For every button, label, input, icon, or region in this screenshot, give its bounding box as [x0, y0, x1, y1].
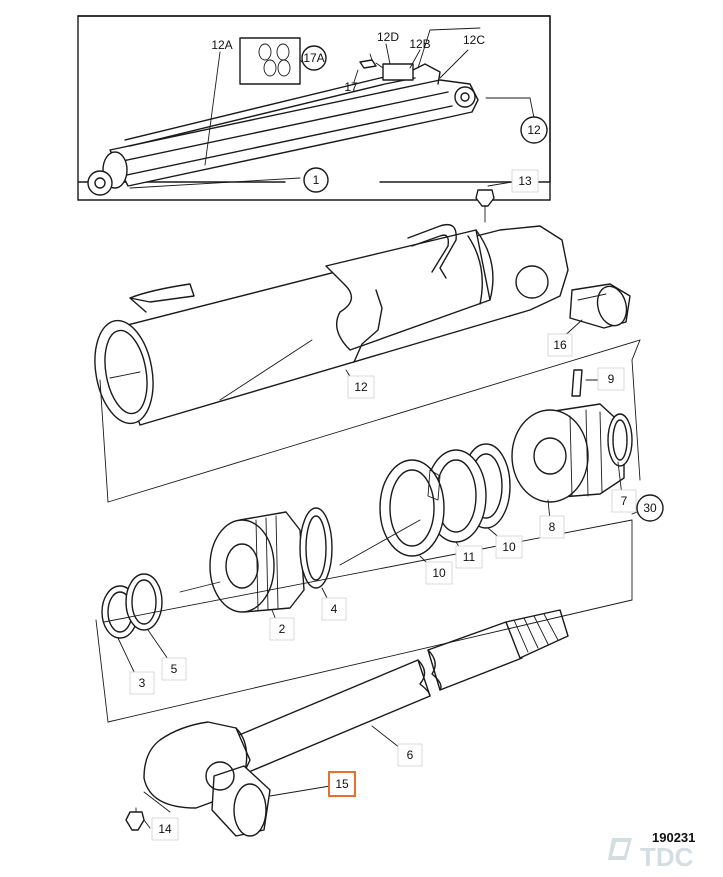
- cylinder-barrel: [94, 189, 569, 426]
- pin-9: [571, 369, 599, 397]
- callout-15-highlighted[interactable]: 15: [328, 771, 356, 797]
- callout-8: 8: [539, 515, 565, 539]
- inset-cylinder: [87, 59, 479, 196]
- label-12-inset: 12: [527, 123, 541, 137]
- gland-2: [209, 511, 305, 613]
- seal-5: [125, 573, 163, 631]
- callout-12C: 12C: [463, 33, 485, 47]
- callout-7: 7: [611, 489, 637, 513]
- callout-17: 17: [344, 80, 358, 94]
- label-12B: 12B: [409, 37, 430, 51]
- callout-12-inset: 12: [520, 116, 548, 144]
- label-3: 3: [139, 676, 146, 690]
- label-10b: 10: [502, 540, 516, 554]
- label-12D: 12D: [377, 30, 399, 44]
- label-17: 17: [344, 80, 358, 94]
- label-8: 8: [549, 520, 556, 534]
- callout-3: 3: [129, 671, 155, 695]
- label-9: 9: [608, 372, 615, 386]
- callout-12D: 12D: [377, 30, 399, 44]
- label-12C: 12C: [463, 33, 485, 47]
- inset-assembly-box: [77, 15, 551, 201]
- label-4: 4: [331, 602, 338, 616]
- watermark-text: TDC: [640, 842, 694, 872]
- bushing-16: [569, 283, 631, 329]
- callout-14: 14: [151, 817, 179, 841]
- label-17A: 17A: [303, 51, 324, 65]
- callout-17A: 17A: [301, 45, 327, 71]
- callout-12: 12: [347, 375, 375, 399]
- callout-11: 11: [455, 545, 483, 569]
- label-12A: 12A: [211, 38, 232, 52]
- seal-ring-7: [607, 413, 633, 467]
- label-1: 1: [313, 173, 320, 187]
- drawing-number: 190231: [652, 830, 695, 845]
- label-5: 5: [171, 662, 178, 676]
- tdc-watermark-logo: TDC: [608, 838, 694, 872]
- callout-16: 16: [547, 333, 573, 357]
- callout-13: 13: [511, 169, 539, 193]
- o-ring-4: [299, 507, 333, 589]
- callout-9: 9: [597, 367, 625, 391]
- callout-6: 6: [397, 743, 423, 767]
- label-10a: 10: [432, 566, 446, 580]
- piston-rod-6: [143, 609, 569, 809]
- label-16: 16: [553, 338, 567, 352]
- label-13: 13: [518, 174, 532, 188]
- callout-12A: 12A: [211, 38, 232, 52]
- callout-4: 4: [321, 597, 347, 621]
- seal-kit-box: [239, 37, 301, 85]
- bush-15: [205, 761, 271, 837]
- label-12: 12: [354, 380, 368, 394]
- callout-2: 2: [269, 617, 295, 641]
- callout-1: 1: [303, 167, 329, 193]
- callout-10a: 10: [425, 561, 453, 585]
- label-7: 7: [621, 494, 628, 508]
- callout-10b: 10: [495, 535, 523, 559]
- callout-30: 30: [636, 494, 664, 522]
- callout-5: 5: [161, 657, 187, 681]
- label-15: 15: [335, 777, 349, 791]
- label-30: 30: [643, 501, 657, 515]
- callout-12B: 12B: [409, 37, 430, 51]
- label-11: 11: [463, 550, 476, 564]
- label-2: 2: [279, 622, 286, 636]
- inset-leaders: [129, 27, 535, 189]
- piston-8: [511, 403, 625, 503]
- grease-nipple-14: [125, 807, 145, 831]
- label-14: 14: [158, 822, 172, 836]
- wear-ring-10a: [379, 459, 445, 557]
- label-6: 6: [407, 748, 414, 762]
